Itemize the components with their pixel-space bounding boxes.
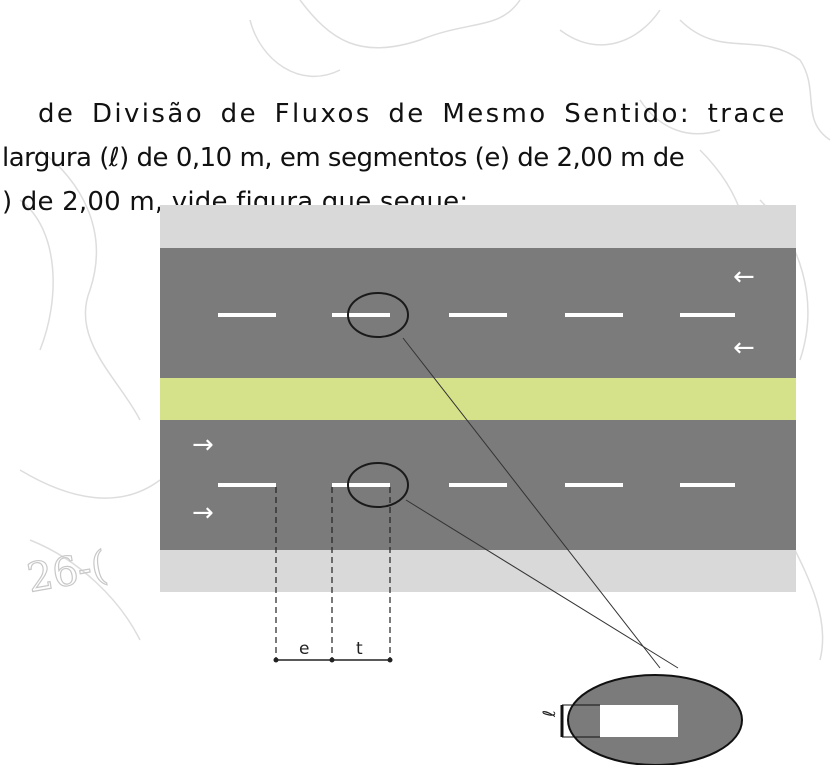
- dash-segment: [565, 313, 623, 317]
- dash-segment: [332, 313, 390, 317]
- text-line-1: de Divisão de Fluxos de Mesmo Sentido: t…: [38, 99, 787, 129]
- highlight-ellipse-upper: [347, 292, 409, 338]
- dash-segment: [332, 483, 390, 487]
- dash-segment: [565, 483, 623, 487]
- leader-line: [402, 337, 661, 669]
- bottom-shoulder: [160, 550, 796, 592]
- dimension-ticks: [273, 657, 393, 663]
- upper-dashed-lane-line: [218, 313, 735, 317]
- dash-segment: [680, 483, 735, 487]
- dash-segment: [218, 313, 276, 317]
- zoom-marking-stripe: [600, 705, 678, 737]
- dash-segment: [449, 313, 507, 317]
- dimension-lines: [275, 487, 391, 660]
- median-strip: [160, 378, 796, 420]
- arrow-left-icon: ←: [733, 333, 755, 363]
- arrow-right-icon: →: [192, 498, 214, 528]
- dash-segment: [680, 313, 735, 317]
- highlight-ellipse-lower: [347, 462, 409, 508]
- text-line-2: largura (ℓ) de 0,10 m, em segmentos (e) …: [2, 143, 685, 173]
- segment-label-e: e: [299, 639, 309, 659]
- leader-line: [405, 499, 679, 669]
- segment-label-t: t: [356, 639, 363, 659]
- top-shoulder: [160, 205, 796, 248]
- dash-segment: [449, 483, 507, 487]
- arrow-right-icon: →: [192, 430, 214, 460]
- width-label: ℓ: [540, 710, 560, 718]
- dash-segment: [218, 483, 276, 487]
- lower-dashed-lane-line: [218, 483, 735, 487]
- arrow-left-icon: ←: [733, 262, 755, 292]
